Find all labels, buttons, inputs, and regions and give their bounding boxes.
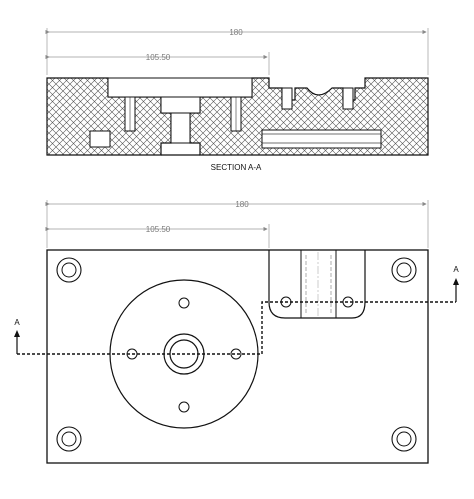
section-slot-right: [261, 129, 382, 149]
plan-view: A A: [14, 249, 459, 464]
section-partial-dim-text: 105.50: [146, 53, 171, 62]
section-arrow-right: [453, 278, 459, 302]
section-view: [46, 77, 429, 156]
section-top-recess: [107, 77, 253, 98]
bracket-slot: [300, 250, 337, 318]
plan-dimension-partial: 105.50: [45, 224, 270, 248]
plan-overall-dim-text: 180: [235, 200, 249, 209]
section-hole-1: [281, 87, 293, 110]
section-dimension-overall: 180: [45, 28, 429, 75]
section-label: SECTION A-A: [211, 163, 262, 172]
section-dimension-partial: 105.50: [45, 52, 270, 75]
section-arrow-left: [14, 330, 20, 354]
corner-hole-top-left: [56, 257, 82, 283]
section-overall-dim-text: 180: [229, 28, 243, 37]
section-mark-left: A: [14, 318, 20, 327]
corner-hole-bottom-right: [391, 426, 417, 452]
plan-outline: [46, 249, 429, 464]
plan-dimension-overall: 180: [45, 200, 429, 248]
bracket-outline: [268, 250, 366, 319]
section-pocket-left: [89, 130, 111, 148]
section-mark-right: A: [453, 265, 459, 274]
corner-hole-bottom-left: [56, 426, 82, 452]
section-cut-line: [17, 301, 456, 355]
section-center-bore: [160, 96, 201, 114]
section-hole-2: [342, 87, 354, 110]
corner-hole-top-right: [391, 257, 417, 283]
plan-partial-dim-text: 105.50: [146, 225, 171, 234]
